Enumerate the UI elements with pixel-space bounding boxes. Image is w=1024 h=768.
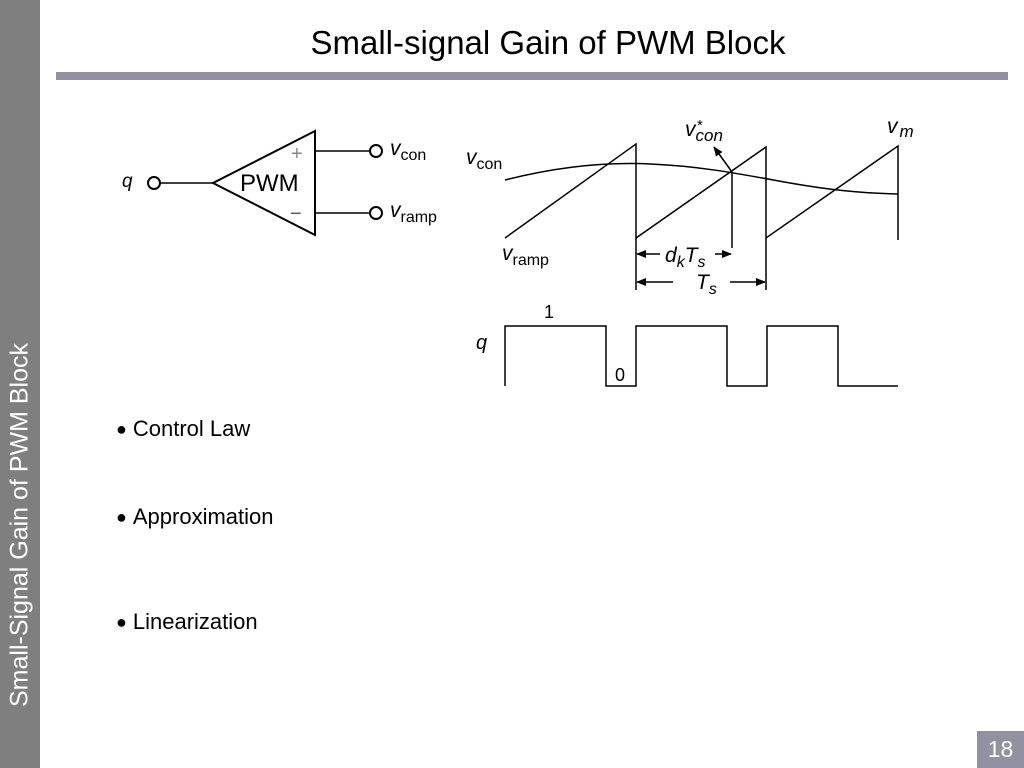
vcon-wave-label: vcon <box>466 146 502 173</box>
q-waveform <box>504 325 898 387</box>
level-high-label: 1 <box>544 302 554 322</box>
bullet-text: Linearization <box>132 609 258 634</box>
vramp-terminal <box>369 206 383 220</box>
ts-label: Ts <box>696 271 717 298</box>
bullet-marker: ● <box>116 612 127 632</box>
dkts-label: dkTs <box>665 244 706 271</box>
minus-sign: − <box>290 203 302 225</box>
vramp-input-label: vramp <box>390 199 437 226</box>
bullet-approximation: ●Approximation <box>116 504 274 530</box>
bullet-text: Control Law <box>132 416 251 441</box>
bullet-linearization: ●Linearization <box>116 609 258 635</box>
level-low-label: 0 <box>615 365 625 385</box>
q-wave-label: q <box>476 332 487 354</box>
bullet-marker: ● <box>116 507 127 527</box>
bullet-text: Approximation <box>132 504 274 529</box>
vramp-wave-label: vramp <box>502 242 549 269</box>
pwm-block-label: PWM <box>240 170 299 197</box>
vcon-star-label: vcon <box>685 118 723 145</box>
vcon-star-superscript: * <box>697 117 703 134</box>
plus-sign: + <box>291 143 303 165</box>
vcon-waveform <box>504 162 899 195</box>
vcon-input-label: vcon <box>390 137 426 164</box>
slide-title: Small-signal Gain of PWM Block <box>310 24 786 61</box>
vcon-star-pointer <box>713 146 733 173</box>
bullet-marker: ● <box>116 419 127 439</box>
bullet-control-law: ●Control Law <box>116 416 250 442</box>
title-divider <box>56 72 1008 80</box>
vcon-terminal <box>369 144 383 158</box>
side-bar: Small-Signal Gain of PWM Block <box>0 0 40 768</box>
q-terminal <box>147 176 161 190</box>
q-input-label: q <box>122 171 133 192</box>
q-waveform-group: q 1 0 <box>476 302 898 387</box>
ramp-waveform <box>504 142 899 240</box>
pwm-triangle <box>210 129 316 237</box>
pwm-block: PWM + − q vcon vramp <box>122 129 437 237</box>
page-number: 18 <box>977 731 1024 768</box>
